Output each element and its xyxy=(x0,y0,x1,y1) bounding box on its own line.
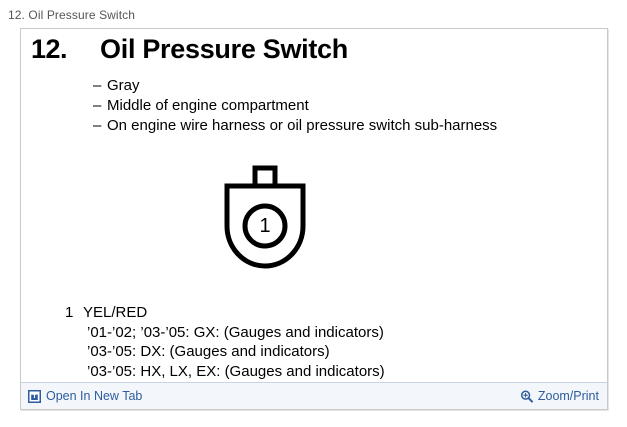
page-title-text: Oil Pressure Switch xyxy=(100,34,348,64)
dash-icon: – xyxy=(93,97,102,114)
diagram-panel: 12. Oil Pressure Switch – Gray – Middle … xyxy=(20,28,608,410)
wire-row-header: 1 YEL/RED xyxy=(65,303,385,323)
list-item: – On engine wire harness or oil pressure… xyxy=(93,116,497,136)
list-item-label: On engine wire harness or oil pressure s… xyxy=(107,117,498,134)
breadcrumb: 12. Oil Pressure Switch xyxy=(8,8,136,22)
description-list: – Gray – Middle of engine compartment – … xyxy=(93,76,497,136)
dash-icon: – xyxy=(93,117,102,134)
pin-cavity-1 xyxy=(242,203,288,249)
pin-cavity-1-label: 1 xyxy=(259,215,270,237)
page-title-number: 12. xyxy=(31,34,68,64)
wire-note: ’01-’02; ’03-’05: GX: (Gauges and indica… xyxy=(87,323,384,341)
external-window-icon xyxy=(28,389,41,403)
zoom-print-label: Zoom/Print xyxy=(537,389,599,403)
wire-note: ’03-’05: HX, LX, EX: (Gauges and indicat… xyxy=(87,362,385,380)
open-in-new-tab-button[interactable]: Open In New Tab xyxy=(28,389,142,403)
list-item: – Middle of engine compartment xyxy=(93,96,497,116)
dash-icon: – xyxy=(93,77,102,94)
wire-list: 1 YEL/RED ’01-’02; ’03-’05: GX: (Gauges a… xyxy=(65,303,385,381)
page-title: 12. Oil Pressure Switch xyxy=(31,34,348,65)
open-in-new-tab-label: Open In New Tab xyxy=(46,389,143,403)
wire-color-code: YEL/RED xyxy=(83,304,148,321)
list-item: – Gray xyxy=(93,76,497,96)
connector-latch-tab xyxy=(252,165,278,189)
list-item-label: Middle of engine compartment xyxy=(107,97,309,114)
connector-diagram: 1 xyxy=(217,164,327,276)
bottom-toolbar: Open In New Tab Zoom/Print xyxy=(21,382,607,409)
wire-pin-number: 1 xyxy=(65,304,74,321)
wire-note: ’03-’05: DX: (Gauges and indicators) xyxy=(87,343,330,360)
list-item-label: Gray xyxy=(107,77,140,94)
diagram-sheet: 12. Oil Pressure Switch – Gray – Middle … xyxy=(21,29,607,382)
magnifier-plus-icon xyxy=(520,390,533,403)
zoom-print-button[interactable]: Zoom/Print xyxy=(520,389,599,403)
